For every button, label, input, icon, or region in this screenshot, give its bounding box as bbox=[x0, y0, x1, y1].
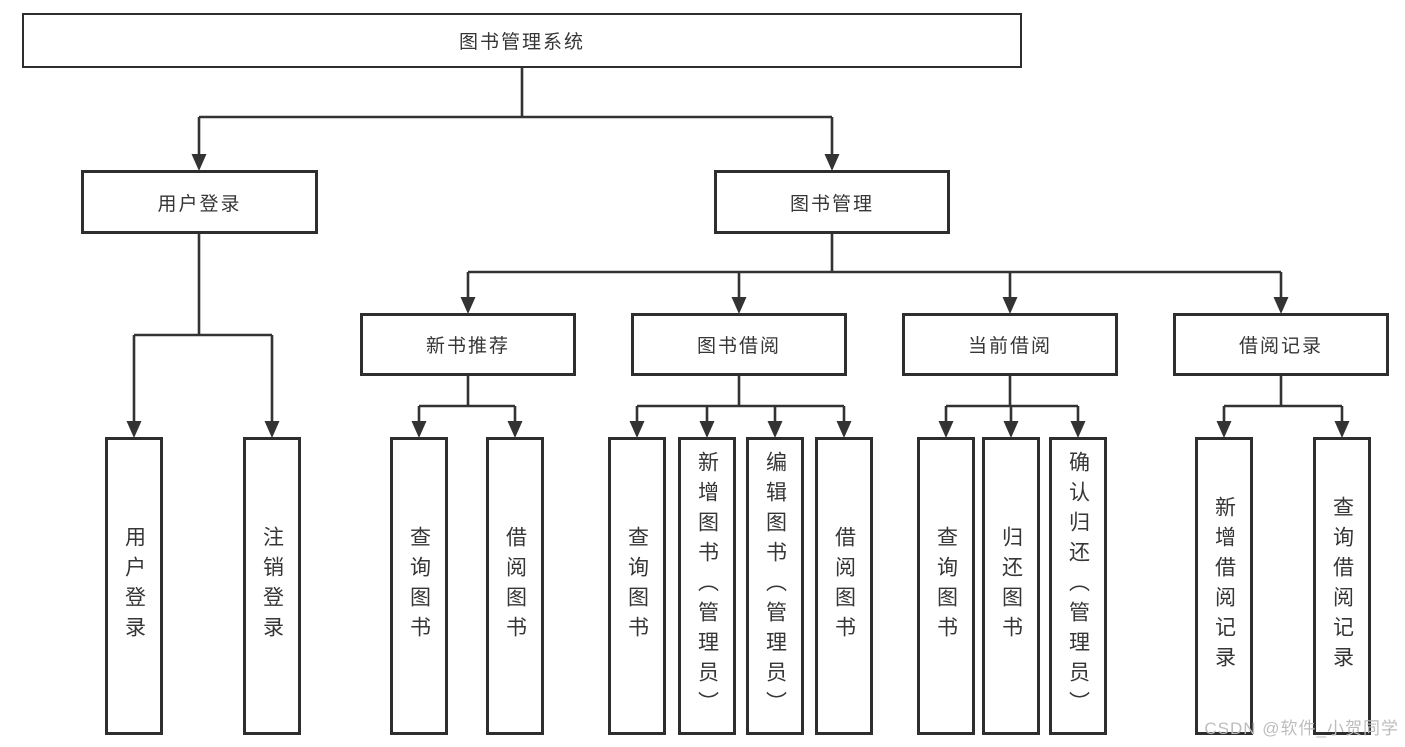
node-label: 编辑图书（管理员） bbox=[763, 451, 787, 721]
node-label: 新书推荐 bbox=[425, 336, 510, 357]
node-borrow-books-recommend: 借阅图书 bbox=[486, 437, 544, 735]
connector-path bbox=[132, 68, 1344, 423]
node-library-management-system: 图书管理系统 bbox=[22, 13, 1022, 68]
node-label: 图书借阅 bbox=[696, 336, 781, 357]
node-query-books-current: 查询图书 bbox=[917, 437, 975, 735]
node-label: 新增图书（管理员） bbox=[695, 451, 719, 721]
node-return-books: 归还图书 bbox=[982, 437, 1040, 735]
node-label: 借阅记录 bbox=[1238, 336, 1323, 357]
node-label: 当前借阅 bbox=[967, 336, 1052, 357]
node-label: 注销登录 bbox=[260, 526, 284, 646]
node-user-login-leaf: 用户登录 bbox=[105, 437, 163, 735]
node-borrowing-records: 借阅记录 bbox=[1173, 313, 1389, 376]
node-label: 借阅图书 bbox=[832, 526, 856, 646]
node-label: 确认归还（管理员） bbox=[1066, 451, 1090, 721]
node-new-book-recommendation: 新书推荐 bbox=[360, 313, 576, 376]
node-label: 查询图书 bbox=[934, 526, 958, 646]
node-book-management-branch: 图书管理 bbox=[714, 170, 950, 234]
node-add-borrow-record: 新增借阅记录 bbox=[1195, 437, 1253, 735]
node-query-borrow-record: 查询借阅记录 bbox=[1313, 437, 1371, 735]
node-edit-book-admin: 编辑图书（管理员） bbox=[746, 437, 804, 735]
node-label: 用户登录 bbox=[122, 526, 146, 646]
node-label: 图书管理 bbox=[789, 193, 874, 215]
node-logout-leaf: 注销登录 bbox=[243, 437, 301, 735]
node-add-book-admin: 新增图书（管理员） bbox=[678, 437, 736, 735]
node-label: 图书管理系统 bbox=[458, 32, 585, 53]
node-confirm-return-admin: 确认归还（管理员） bbox=[1049, 437, 1107, 735]
node-label: 查询图书 bbox=[625, 526, 649, 646]
node-label: 用户登录 bbox=[157, 193, 242, 215]
node-label: 新增借阅记录 bbox=[1212, 496, 1236, 676]
node-label: 借阅图书 bbox=[503, 526, 527, 646]
node-user-login-branch: 用户登录 bbox=[81, 170, 318, 234]
node-current-borrowing: 当前借阅 bbox=[902, 313, 1118, 376]
node-label: 查询借阅记录 bbox=[1330, 496, 1354, 676]
node-query-books-recommend: 查询图书 bbox=[390, 437, 448, 735]
csdn-watermark: CSDN @软件_小贺同学 bbox=[1204, 719, 1399, 738]
node-query-books-borrowing: 查询图书 bbox=[608, 437, 666, 735]
node-borrow-books-leaf: 借阅图书 bbox=[815, 437, 873, 735]
node-label: 归还图书 bbox=[999, 526, 1023, 646]
node-label: 查询图书 bbox=[407, 526, 431, 646]
node-book-borrowing: 图书借阅 bbox=[631, 313, 847, 376]
